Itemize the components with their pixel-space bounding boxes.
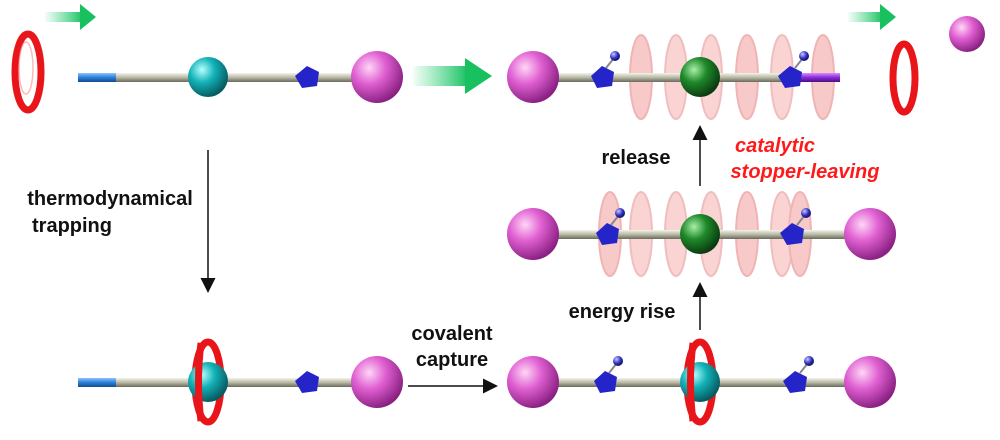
capture-label: capture — [416, 349, 488, 371]
pentagon-unit — [295, 66, 319, 88]
stopper-ball — [844, 356, 896, 408]
released-ring — [889, 40, 919, 116]
cyan-station-ball — [680, 362, 720, 402]
pentagon-unit — [780, 223, 804, 245]
released-stopper-ball — [949, 16, 985, 52]
pentagon-unit — [295, 371, 319, 393]
cyan-station-ball — [188, 57, 228, 97]
stopper-ball — [507, 51, 559, 103]
green-station-ball — [680, 214, 720, 254]
green-station-ball — [680, 57, 720, 97]
covalent-label: covalent — [411, 323, 492, 345]
top-middle-green-arrow — [413, 58, 492, 94]
stopper-ball — [351, 356, 403, 408]
pentagon-unit — [778, 66, 802, 88]
stopper-ball — [507, 208, 559, 260]
pentagon-unit — [783, 371, 807, 393]
top-left-green-arrow — [45, 4, 96, 30]
free-ring-left — [11, 30, 45, 114]
top-right-green-arrow — [848, 4, 896, 30]
axle-bottom-left — [78, 338, 403, 426]
thermodynamical-label: thermodynamical — [27, 188, 193, 210]
stopper-leaving-label: stopper-leaving — [731, 161, 880, 183]
axle-top-right — [507, 51, 840, 103]
axle-top-left — [78, 51, 403, 103]
energy-rise-label: energy rise — [569, 301, 676, 323]
release-label: release — [602, 147, 671, 169]
axle-middle-right — [507, 208, 896, 260]
pentagon-unit — [596, 223, 619, 245]
pentagon-unit — [594, 371, 617, 393]
pentagon-unit — [591, 66, 614, 88]
catalytic-label: catalytic — [735, 135, 815, 157]
stopper-ball — [844, 208, 896, 260]
axle-bottom-right — [507, 338, 896, 426]
stopper-ball — [507, 356, 559, 408]
stopper-ball — [351, 51, 403, 103]
cyan-station-ball — [188, 362, 228, 402]
trapping-label: trapping — [32, 215, 112, 237]
